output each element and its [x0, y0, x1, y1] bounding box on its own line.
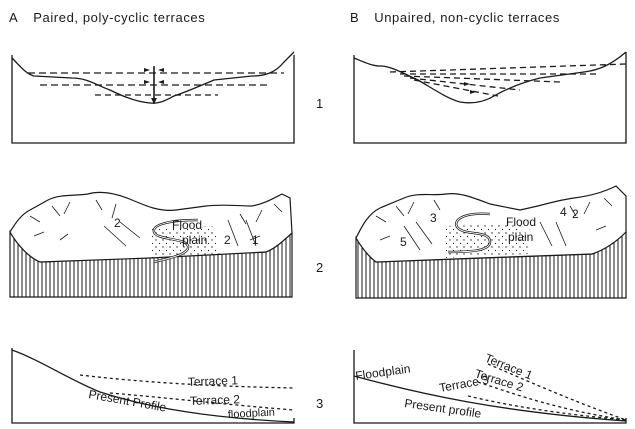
row2-b-terrace5-label: 5 [400, 235, 407, 249]
row3-a-terrace1-label: Terrace 1 [188, 373, 239, 389]
row2-b-terrace3-label: 3 [430, 211, 437, 225]
row2-b-terrace4-label: 4 [560, 205, 567, 219]
row1-b-terrace-lines [390, 64, 626, 96]
row3-a-present-profile-label: Present Profile [87, 387, 167, 415]
row3-b-present-profile-label: Present profile [404, 396, 483, 421]
row3-b-labels: Terrace 1 Terrace 2 Terrace 3 Floodplain… [354, 351, 534, 421]
row3-a-labels: Terrace 1 Terrace 2 Present Profile floo… [87, 373, 275, 421]
row2-b-terrace2-label: 2 [572, 207, 579, 221]
row1-a-valley-profile [12, 52, 294, 103]
row3-b-terrace3-line [468, 396, 626, 420]
row2-a-terrace1-right-label: 1 [252, 233, 259, 247]
row2-a-block-diagram [10, 192, 292, 297]
row1-b-cross-section [354, 52, 626, 143]
row3-b-terrace3-label: Terrace 3 [438, 372, 490, 395]
row2-b-flood-label: Flood [506, 215, 536, 229]
row2-b-block-diagram [356, 186, 626, 298]
row1-a-cross-section [12, 52, 294, 143]
row2-a-terrace2-left-label: 2 [114, 216, 121, 230]
row2-a-flood-label: Flood [172, 218, 202, 232]
row3-a-floodplain-label: floodplain [228, 407, 276, 421]
row2-a-plain-label: plain [182, 233, 207, 247]
row1-b-valley-profile [354, 52, 626, 103]
row2-a-terrace2-right-label: 2 [224, 233, 231, 247]
row1-b-arrows [464, 82, 476, 94]
row2-b-plain-label: plain [508, 230, 533, 244]
row3-a-terrace2-label: Terrace 2 [190, 392, 241, 408]
row3-b-floodplain-label: Floodplain [354, 361, 411, 383]
